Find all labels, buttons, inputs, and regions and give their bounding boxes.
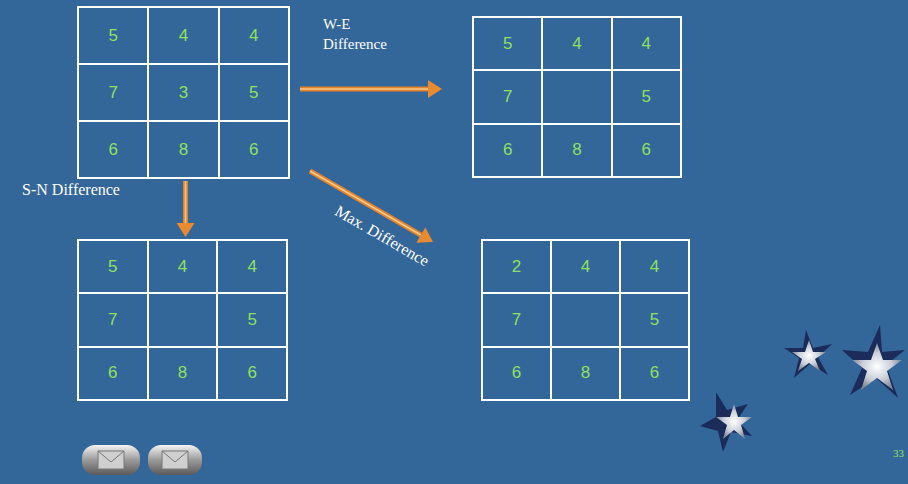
cell-number: 5 <box>642 87 651 107</box>
grid-cell: 4 <box>148 240 218 293</box>
grid-cell: 6 <box>473 124 542 177</box>
grid-cell <box>148 293 218 346</box>
grid-cell: 8 <box>551 347 620 400</box>
grid-cell: 4 <box>551 240 620 293</box>
grid-cell: 2 <box>482 240 551 293</box>
cell-number: 6 <box>642 140 651 160</box>
grid-cell: 7 <box>78 293 148 346</box>
grid-cell: 6 <box>78 121 148 178</box>
grid-cell: 5 <box>473 17 542 70</box>
arrow-label: S-N Difference <box>22 179 120 201</box>
page-number: 33 <box>893 447 904 459</box>
grid-cell: 8 <box>542 124 611 177</box>
cell-number: 4 <box>650 257 659 277</box>
grid-cell: 7 <box>473 70 542 123</box>
cell-number: 6 <box>247 363 256 383</box>
star-ornament <box>700 392 752 452</box>
grid-cell: 8 <box>148 347 218 400</box>
grid-cell: 6 <box>219 121 289 178</box>
cell-number: 2 <box>512 257 521 277</box>
nav-button <box>148 445 202 475</box>
cell-number: 4 <box>179 26 188 46</box>
arrow-label: W-E Difference <box>323 14 401 55</box>
grid-cell: 4 <box>148 7 218 64</box>
cell-number: 6 <box>108 140 117 160</box>
cell-number: 8 <box>572 140 581 160</box>
cell-number: 4 <box>178 257 187 277</box>
flow-arrow <box>177 181 195 237</box>
cell-number: 7 <box>512 310 521 330</box>
cell-number: 6 <box>108 363 117 383</box>
cell-number: 8 <box>179 140 188 160</box>
star-ornament <box>842 325 905 398</box>
cell-number: 5 <box>503 34 512 54</box>
cell-number: 6 <box>512 363 521 383</box>
cell-number: 6 <box>249 140 258 160</box>
number-grid: 5 4 4 7 5 6 8 6 <box>472 16 682 178</box>
cell-number: 6 <box>503 140 512 160</box>
number-grid: 2 4 4 7 5 6 8 6 <box>481 239 690 401</box>
cell-number: 5 <box>108 26 117 46</box>
grid-cell: 5 <box>78 7 148 64</box>
grid-cell: 6 <box>612 124 681 177</box>
grid-cell: 6 <box>217 347 287 400</box>
cell-number: 8 <box>581 363 590 383</box>
cell-number: 6 <box>650 363 659 383</box>
grid-cell: 5 <box>620 293 689 346</box>
grid-cell: 8 <box>148 121 218 178</box>
cell-number: 7 <box>108 310 117 330</box>
cell-number: 4 <box>572 34 581 54</box>
cell-number: 5 <box>108 257 117 277</box>
cell-number: 4 <box>581 257 590 277</box>
cell-number: 4 <box>247 257 256 277</box>
grid-cell: 3 <box>148 64 218 121</box>
cell-number: 7 <box>108 83 117 103</box>
grid-cell: 4 <box>620 240 689 293</box>
number-grid: 5 4 4 7 5 6 8 6 <box>77 239 288 401</box>
number-grid: 5 4 4 7 3 5 6 8 6 <box>77 6 290 179</box>
grid-cell: 6 <box>78 347 148 400</box>
grid-cell: 4 <box>219 7 289 64</box>
grid-cell: 4 <box>542 17 611 70</box>
cell-number: 8 <box>178 363 187 383</box>
star-ornament <box>784 330 832 378</box>
cell-number: 5 <box>247 310 256 330</box>
grid-cell: 6 <box>482 347 551 400</box>
nav-button <box>82 445 140 475</box>
grid-cell: 7 <box>482 293 551 346</box>
grid-cell: 4 <box>217 240 287 293</box>
cell-number: 4 <box>249 26 258 46</box>
grid-cell: 6 <box>620 347 689 400</box>
grid-cell: 5 <box>219 64 289 121</box>
grid-cell <box>542 70 611 123</box>
grid-cell: 7 <box>78 64 148 121</box>
grid-cell: 5 <box>217 293 287 346</box>
cell-number: 7 <box>503 87 512 107</box>
flow-arrow <box>300 80 442 98</box>
grid-cell: 4 <box>612 17 681 70</box>
grid-cell: 5 <box>78 240 148 293</box>
cell-number: 3 <box>179 83 188 103</box>
grid-cell: 5 <box>612 70 681 123</box>
grid-cell <box>551 293 620 346</box>
cell-number: 5 <box>249 83 258 103</box>
cell-number: 4 <box>642 34 651 54</box>
cell-number: 5 <box>650 310 659 330</box>
